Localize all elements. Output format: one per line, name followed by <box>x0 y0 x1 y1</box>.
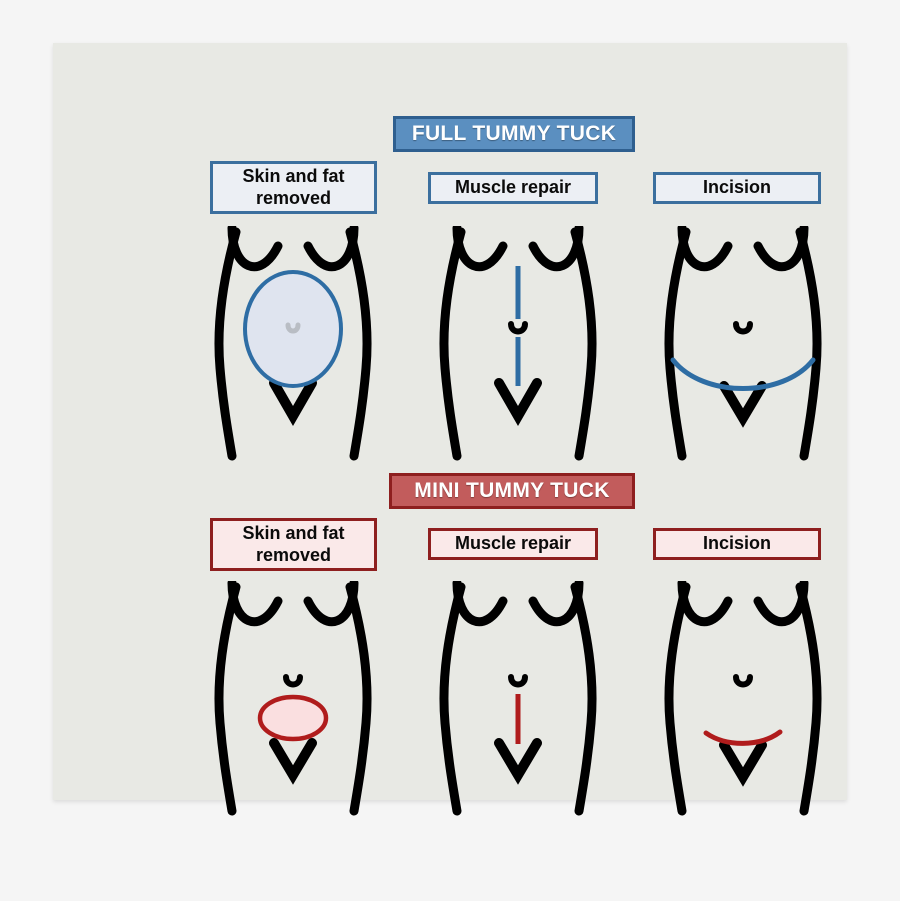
pubic-chevron <box>269 378 317 427</box>
label-mini-muscle-repair: Muscle repair <box>428 528 598 560</box>
incision-curve <box>703 729 783 746</box>
navel-icon <box>508 321 528 335</box>
figure-mini-skin-and-fat <box>198 581 388 816</box>
label-full-muscle-repair: Muscle repair <box>428 172 598 204</box>
label-mini-skin-and-fat: Skin and fat removed <box>210 518 377 571</box>
banner-full-tummy-tuck: FULL TUMMY TUCK <box>393 116 635 152</box>
figure-full-muscle-repair <box>423 226 613 461</box>
label-text: Skin and fat removed <box>242 166 345 208</box>
pubic-chevron <box>494 738 542 785</box>
incision-curve <box>670 357 816 391</box>
navel-icon <box>285 322 301 334</box>
label-full-incision: Incision <box>653 172 821 204</box>
banner-mini-tummy-tuck: MINI TUMMY TUCK <box>389 473 635 509</box>
label-full-skin-and-fat: Skin and fat removed <box>210 161 377 214</box>
pubic-chevron <box>494 378 542 427</box>
removal-area-oval <box>257 694 329 742</box>
figure-full-skin-and-fat <box>198 226 388 461</box>
pubic-chevron <box>719 740 767 787</box>
figure-full-incision <box>648 226 838 461</box>
label-text: Skin and fat removed <box>242 523 345 565</box>
navel-icon <box>733 321 753 335</box>
pubic-chevron <box>719 381 767 428</box>
navel-icon <box>283 674 303 688</box>
figure-mini-incision <box>648 581 838 816</box>
pubic-chevron <box>269 738 317 785</box>
navel-icon <box>508 674 528 688</box>
navel-icon <box>733 674 753 688</box>
diagram-card: FULL TUMMY TUCK Skin and fat removed Mus… <box>53 43 847 816</box>
figure-mini-muscle-repair <box>423 581 613 816</box>
label-mini-incision: Incision <box>653 528 821 560</box>
